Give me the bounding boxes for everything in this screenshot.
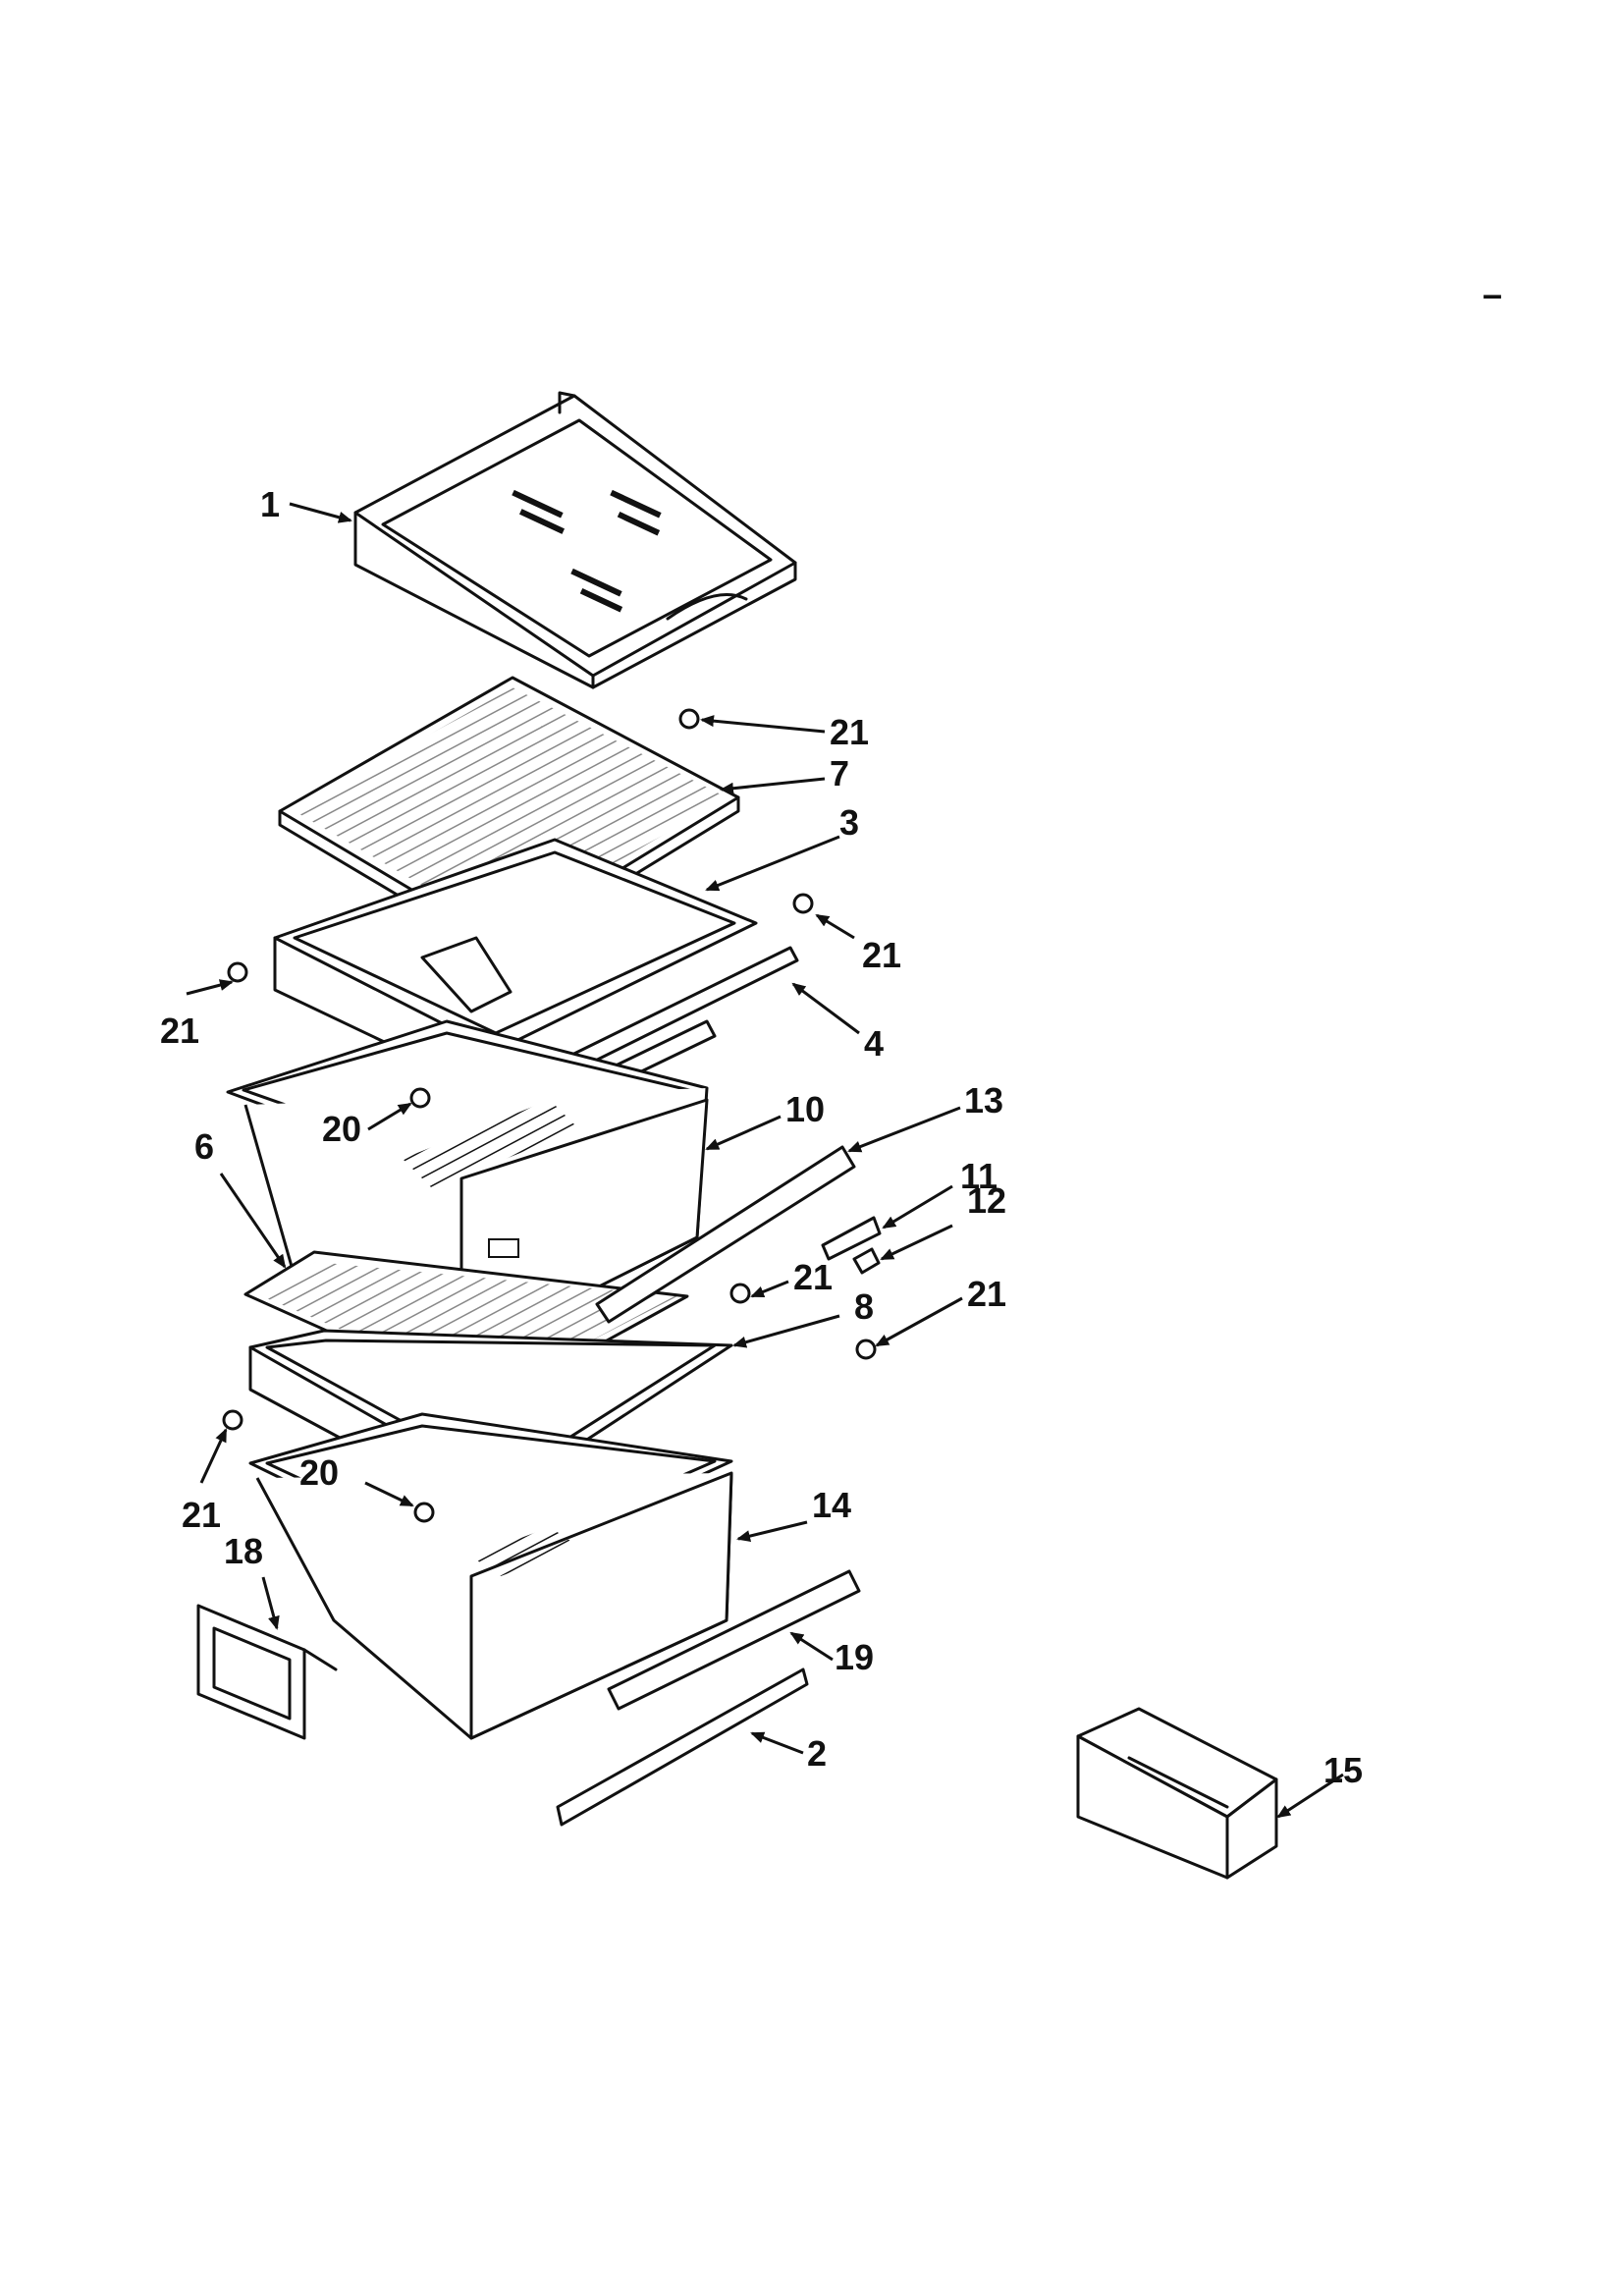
callout-1: 1 — [260, 484, 280, 524]
part-12-clip — [852, 1247, 881, 1275]
callout-8: 8 — [854, 1286, 874, 1327]
part-11-slide — [821, 1216, 882, 1261]
callout-14: 14 — [812, 1485, 851, 1525]
callout-10: 10 — [785, 1089, 825, 1129]
page-mark: – — [1483, 274, 1502, 314]
callout-4: 4 — [864, 1023, 884, 1064]
callout-13: 13 — [964, 1080, 1003, 1121]
callout-3: 3 — [839, 802, 859, 843]
callout-18: 18 — [224, 1531, 263, 1571]
callout-12: 12 — [967, 1180, 1006, 1221]
callout-15: 15 — [1323, 1750, 1363, 1790]
callout-20: 20 — [299, 1452, 339, 1493]
part-18-label-holder — [196, 1604, 338, 1740]
callout-21: 21 — [967, 1274, 1006, 1314]
callout-21: 21 — [182, 1495, 221, 1535]
part-14-lower-drawer — [248, 1412, 733, 1740]
callout-20: 20 — [322, 1109, 361, 1149]
callout-labels: 1 21 7 3 21 21 4 20 10 13 6 11 12 21 8 2… — [160, 484, 1363, 1790]
callout-2: 2 — [807, 1733, 827, 1774]
callout-6: 6 — [194, 1126, 214, 1167]
callout-7: 7 — [830, 753, 849, 793]
part-13-rail — [595, 1145, 856, 1324]
callout-11: 11 — [960, 1156, 998, 1196]
callout-21: 21 — [793, 1257, 833, 1297]
part-3-crisper-frame — [273, 838, 758, 1097]
part-19-rail — [607, 1569, 861, 1711]
part-1-glass-shelf — [353, 391, 797, 689]
callout-19: 19 — [835, 1637, 874, 1677]
callout-21: 21 — [862, 935, 901, 975]
callout-21: 21 — [830, 712, 869, 752]
callout-21: 21 — [160, 1011, 199, 1051]
fasteners — [222, 708, 877, 1523]
leader-arrows — [186, 502, 1344, 1819]
part-2-front-rail — [556, 1667, 809, 1827]
part-15-dairy-bin — [1076, 1707, 1278, 1880]
